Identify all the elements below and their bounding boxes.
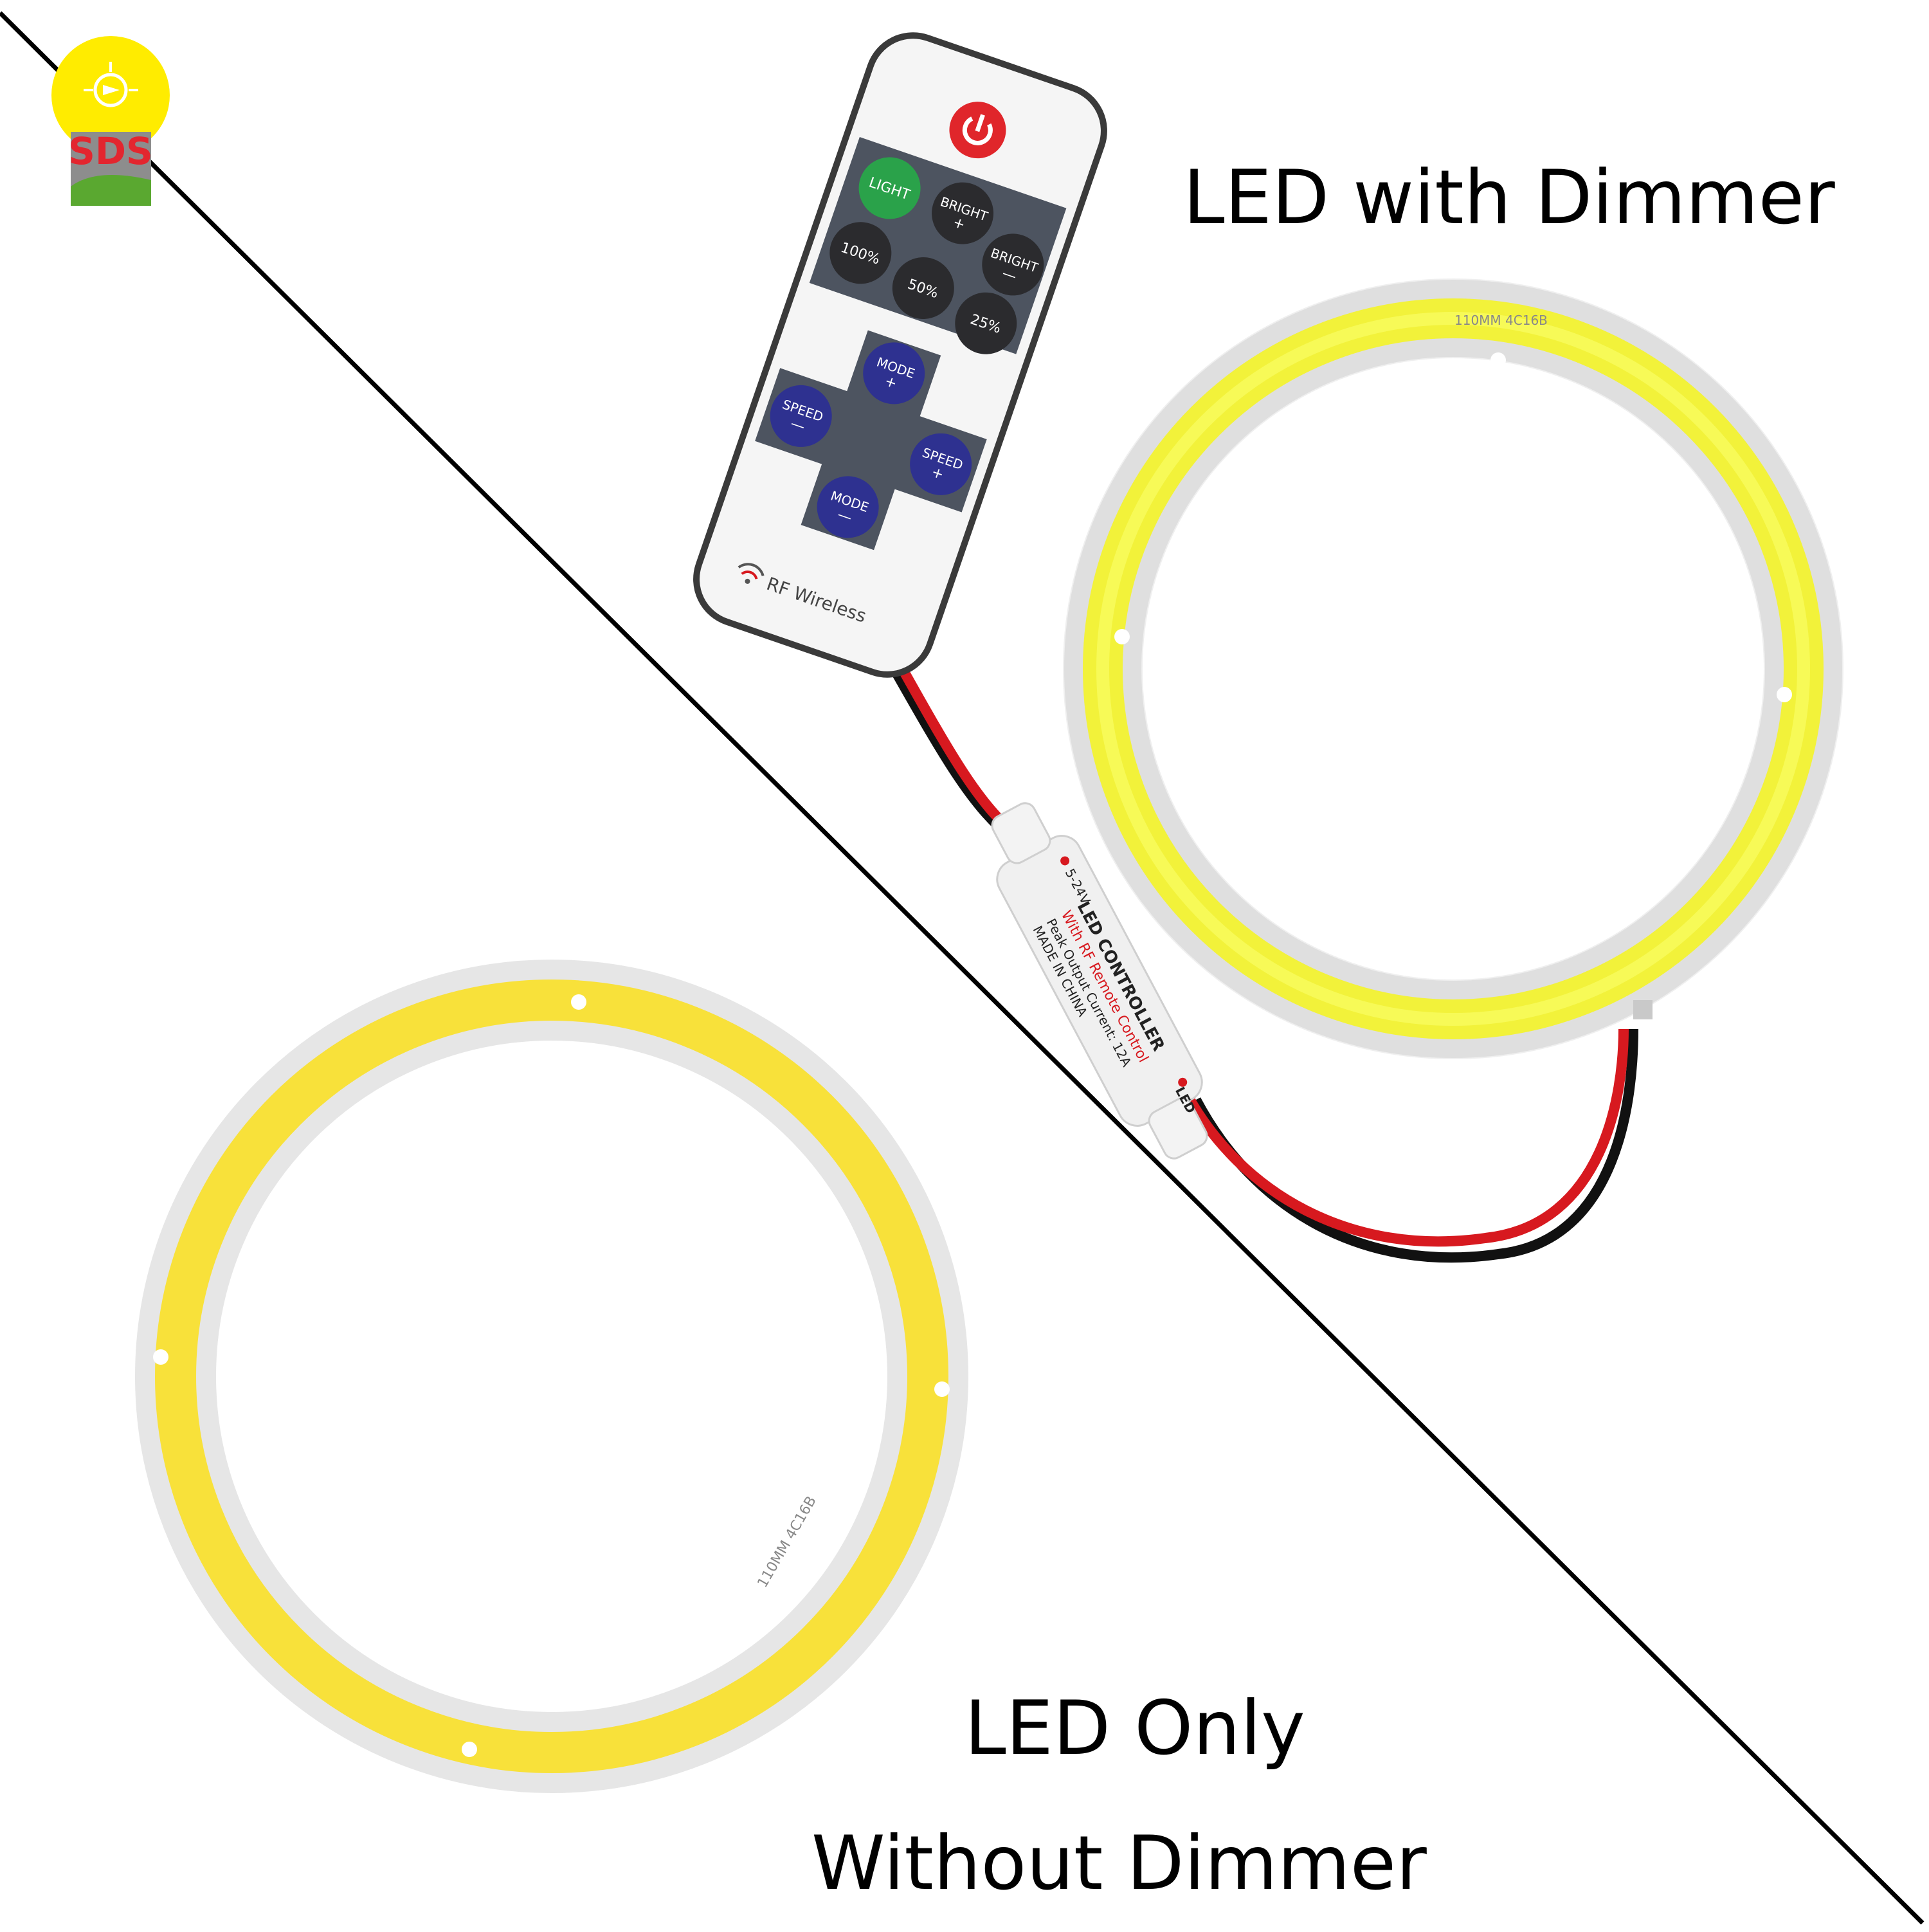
button-panel-cross (755, 330, 987, 551)
brand-logo: SDS (51, 36, 170, 206)
diagonal-divider (0, 11, 1924, 1925)
caption-with-dimmer: LED with Dimmer (1183, 154, 1835, 241)
wireless-icon (738, 563, 765, 584)
speed-up-button[interactable]: SPEED + (901, 425, 980, 504)
ring-marking-top: 110MM 4C16B (1454, 313, 1548, 328)
power-icon (962, 114, 993, 145)
led-ring-with-dimmer: 110MM 4C16B (1063, 278, 1843, 1059)
mode-down-button[interactable]: MODE — (809, 468, 887, 546)
lightbulb-icon (51, 36, 170, 154)
bright-up-button[interactable]: BRIGHT + (923, 174, 1002, 253)
ring-marking-bottom: 110MM 4C16B (755, 1493, 820, 1590)
led-ring-only: 110MM 4C16B (135, 960, 968, 1793)
bright-down-button[interactable]: BRIGHT — (974, 225, 1052, 304)
rf-remote: LIGHT BRIGHT + BRIGHT — 100% 50% 25% MOD (693, 32, 1107, 678)
caption-without-dimmer: Without Dimmer (811, 1820, 1427, 1907)
mode-up-button[interactable]: MODE + (855, 334, 933, 412)
wire-black-lower (1191, 1028, 1638, 1263)
logo-text: SDS (68, 129, 153, 173)
brightness-50-button[interactable]: 50% (884, 249, 963, 327)
brightness-100-button[interactable]: 100% (821, 214, 900, 292)
wire-red-lower (1181, 1028, 1629, 1247)
caption-led-only: LED Only (964, 1685, 1305, 1772)
light-button[interactable]: LIGHT (851, 149, 929, 228)
wire-red-upper (894, 660, 1021, 841)
brightness-25-button[interactable]: 25% (946, 284, 1025, 363)
speed-down-button[interactable]: SPEED — (762, 377, 840, 455)
